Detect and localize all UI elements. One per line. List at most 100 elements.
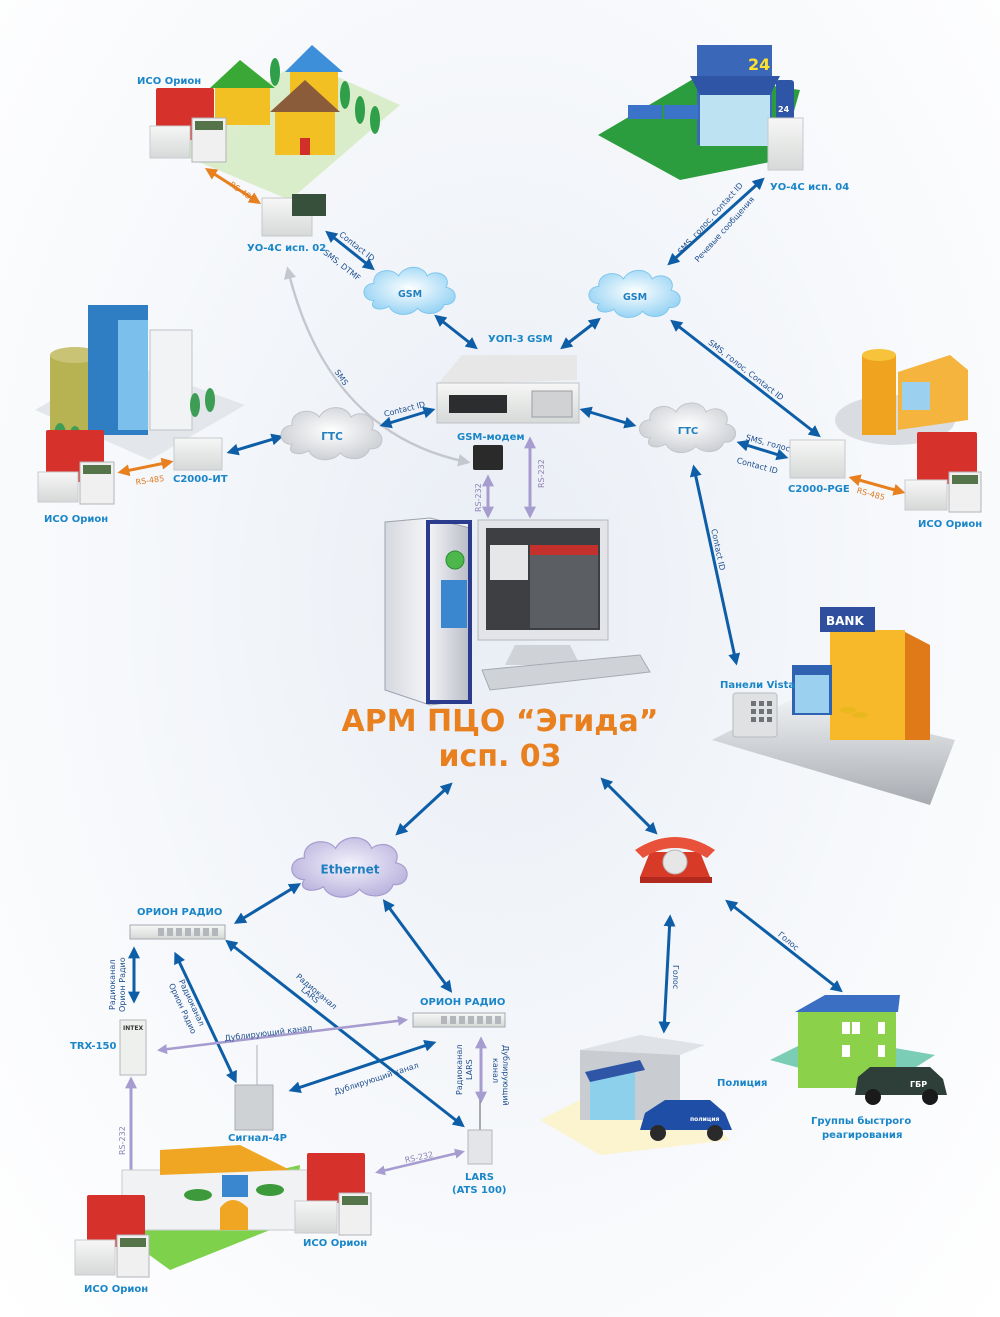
iso-orion-device-bottom-left [74,1195,150,1278]
orion-radio-2-device [412,1012,506,1028]
uo4c-04-label: УО-4С исп. 04 [770,182,850,193]
rs485-link-left [117,457,174,477]
connections [117,168,906,1180]
school-building-illustration [115,1145,308,1270]
shop-24-illustration: 24 [598,45,800,180]
lars-device [467,1100,493,1165]
gtc-cloud-right: ГТС [639,402,737,454]
c2000-pge-device [789,439,846,479]
rs485-link-right [848,474,906,496]
lars-label-line2: (ATS 100) [452,1185,507,1196]
edge-label-voice-police: Голос [671,965,680,990]
office-cylinder-illustration [835,349,968,445]
gsm-cloud-right-label: GSM [623,292,647,303]
iso-orion-top-label: ИСО Орион [137,76,202,87]
gtc-cloud-left: ГТС [280,407,383,461]
gsm-link-uo04 [667,177,765,266]
ethernet-cloud: Ethernet [291,836,408,898]
edge-label-radio-orion-1: Радиоканал [108,959,117,1010]
iso-orion-device-top [149,88,227,163]
gbr-car-text: ГБР [910,1080,927,1089]
vista-panels-label: Панели Vista [720,680,796,691]
uo4c-02-device [261,194,326,237]
rs485-link-top [204,168,262,204]
edge-label-rs232-trx: RS-232 [118,1126,127,1155]
trx150-label: TRX-150 [70,1041,117,1052]
iso-orion-device-bottom-right [294,1153,372,1236]
orion-radio-2-label: ОРИОН РАДИО [420,997,506,1008]
police-label: Полиция [717,1078,768,1089]
phone-to-gbr [725,899,843,993]
edge-label-dup-vert-2: канал [491,1058,500,1083]
arm-to-phone [600,777,658,835]
gtc-right-to-pge [736,439,789,461]
main-title-line2: исп. 03 [438,739,562,774]
iso-orion-bottom-left-label: ИСО Орион [84,1284,149,1295]
uop-to-gtc-right [579,406,637,429]
edge-label-dup-vert-1: Дублирующий [501,1045,510,1106]
monitor [477,519,609,665]
gsm-cloud-left: GSM [363,266,456,315]
c2000-it-device [173,437,223,471]
office-buildings-illustration [35,305,245,460]
trees [270,58,380,134]
c2000-it-label: С2000-ИТ [173,474,228,485]
keyboard [481,654,651,691]
ethernet-to-orion2 [382,899,453,993]
edge-label-rs232-uop: RS-232 [537,459,546,488]
police-station-illustration [540,1035,730,1155]
gsm-link-uo02 [325,230,375,271]
ethernet-to-orion1 [233,883,302,924]
lars-label-line1: LARS [465,1172,495,1183]
iso-orion-device-right [904,432,982,513]
pc-tower [384,517,472,706]
rapid-response-label-line2: реагирования [822,1130,903,1141]
rs232-lars-link [375,1148,465,1176]
edge-label-radio-orion-2: Орион Радио [118,957,127,1012]
gsm-modem-label: GSM-модем [457,432,525,443]
arm-workstation [384,517,651,706]
gsm-right-to-uop [560,317,601,350]
shop-sign: 24 [748,55,770,74]
uo4c-02-label: УО-4С исп. 02 [247,243,327,254]
uop3-gsm-label: УОП-3 GSM [488,334,553,345]
house-brown [270,80,340,155]
vista-panel-device [732,692,778,738]
intex-brand: INTEX [123,1025,143,1032]
edge-label-rs232-modem: RS-232 [474,483,483,512]
gtc-cloud-left-label: ГТС [321,431,343,443]
gsm-modem-device [473,445,503,470]
iso-orion-left-label: ИСО Орион [44,514,109,525]
police-car-text: полиция [690,1116,720,1123]
uo4c-04-antenna-sign: 24 [778,105,790,114]
gsm-cloud-right: GSM [588,269,681,318]
signal-4p-label: Сигнал-4Р [228,1133,287,1144]
orion-radio-1-device [129,924,226,940]
gsm-right-to-pge [670,319,821,438]
uo4c-04-device: 24 [767,80,804,171]
iso-orion-right-label: ИСО Орион [918,519,983,530]
c2000-pge-label: С2000-PGE [788,484,850,495]
dup-signal-to-orion2 [288,1039,437,1094]
gtc-left-to-uop [379,406,436,429]
orion-radio-1-label: ОРИОН РАДИО [137,907,223,918]
edge-label-radio-lars-vert-2: LARS [465,1059,474,1080]
trx150-device: INTEX [119,1019,147,1076]
edge-label-radio-lars-vert-1: Радиоканал [455,1044,464,1095]
rapid-response-label-line1: Группы быстрого [811,1116,912,1127]
sms-curve [284,266,471,467]
residential-houses-illustration [170,45,400,200]
gtc-left-to-it [226,433,284,456]
house-green [210,60,275,125]
uop3-gsm-device [436,355,580,424]
gtc-right-to-vista [689,464,741,666]
signal-4p-device [234,1045,274,1131]
ethernet-cloud-label: Ethernet [321,863,380,877]
arm-to-ethernet [395,782,453,836]
iso-orion-device-left [37,430,115,505]
police-car: полиция [640,1100,732,1141]
telephone-icon [635,837,715,883]
bank-sign: BANK [826,614,864,628]
gtc-cloud-right-label: ГТС [678,426,699,437]
